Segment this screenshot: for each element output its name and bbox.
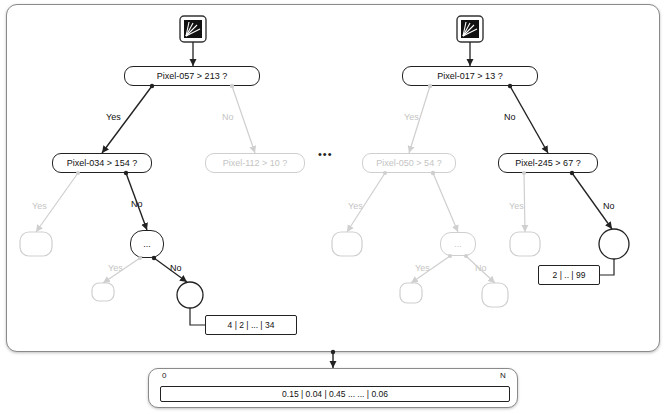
leaf-histogram: 4 | 2 | ... | 34: [205, 315, 297, 335]
decision-node: Pixel-057 > 213 ?: [124, 66, 260, 86]
forest-frame: Pixel-057 > 213 ? Pixel-034 > 154 ? Pixel-…: [6, 4, 660, 352]
node-text: Pixel-034 > 154 ?: [67, 158, 137, 168]
node-text: Pixel-017 > 13 ?: [437, 71, 502, 81]
branch-label: No: [475, 263, 487, 273]
node-text: 0: [162, 371, 166, 380]
branch-label: Yes: [32, 201, 47, 211]
decision-node: Pixel-050 > 54 ?: [362, 153, 456, 173]
branch-label: No: [603, 201, 615, 211]
node-text: Pixel-112 > 10 ?: [223, 158, 288, 168]
branch-label: Yes: [348, 201, 363, 211]
edge-label: No: [222, 112, 234, 122]
decision-node: Pixel-017 > 13 ?: [402, 66, 538, 86]
edge-label: No: [131, 199, 143, 209]
node-text: Pixel-057 > 213 ?: [157, 71, 227, 81]
output-box: 0.15 | 0.04 | 0.45 ... ... | 0.06 0 N: [148, 368, 518, 408]
decision-node: Pixel-112 > 10 ?: [205, 153, 305, 173]
decision-node: Pixel-245 > 67 ?: [498, 153, 598, 173]
node-text: ...: [143, 239, 151, 249]
branch-label: No: [170, 263, 182, 273]
node-text: N: [500, 371, 506, 380]
connector-arrow: [332, 352, 333, 368]
node-text: ...: [454, 239, 462, 249]
node-text: 2 | .. | 99: [553, 270, 586, 280]
decision-node: Pixel-034 > 154 ?: [52, 153, 152, 173]
branch-label: Yes: [509, 201, 524, 211]
branch-label: Yes: [415, 263, 430, 273]
ellipsis-node: ...: [130, 230, 164, 258]
edge-label: Yes: [106, 112, 121, 122]
node-text: •••: [318, 148, 333, 160]
ellipsis-node: ...: [440, 232, 476, 256]
edge-label: Yes: [404, 112, 419, 122]
leaf-histogram: 2 | .. | 99: [538, 265, 600, 285]
branch-label: Yes: [108, 263, 123, 273]
node-text: Pixel-050 > 54 ?: [376, 158, 441, 168]
edge-label: No: [504, 112, 516, 122]
node-text: 4 | 2 | ... | 34: [228, 320, 275, 330]
output-histogram: 0.15 | 0.04 | 0.45 ... ... | 0.06: [160, 386, 510, 402]
node-text: 0.15 | 0.04 | 0.45 ... ... | 0.06: [282, 389, 388, 399]
node-text: Pixel-245 > 67 ?: [515, 158, 580, 168]
